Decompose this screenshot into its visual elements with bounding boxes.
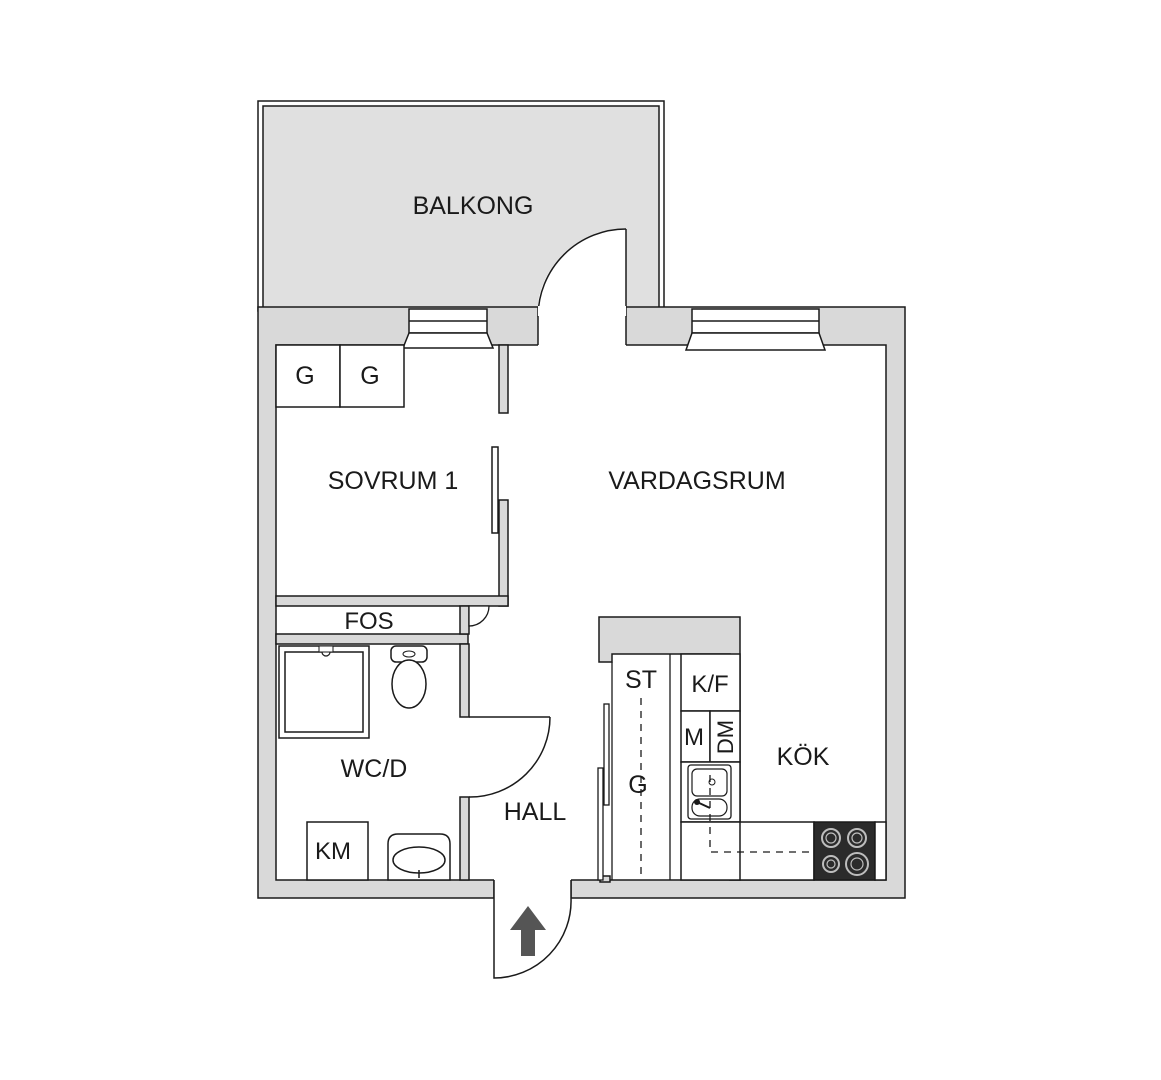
- room-label-kok: KÖK: [777, 743, 830, 771]
- toilet: [390, 645, 428, 709]
- window-living: [684, 308, 827, 351]
- labels: BALKONG SOVRUM 1 VARDAGSRUM FOS WC/D HAL…: [295, 192, 829, 865]
- interior-walls: [275, 344, 741, 883]
- fixture-label-stad: ST: [625, 666, 657, 694]
- fixture-label-mikro: M: [684, 724, 704, 751]
- room-label-wcd: WC/D: [341, 755, 408, 783]
- fixture-label-tvattmaskin: KM: [315, 838, 351, 865]
- window-bedroom: [401, 308, 495, 349]
- wc-door: [468, 716, 551, 798]
- sliding-door-bedroom: [491, 446, 499, 534]
- room-label-sovrum: SOVRUM 1: [328, 467, 459, 495]
- entrance-arrow: [510, 906, 546, 956]
- wardrobes-bedroom: [275, 344, 405, 408]
- room-label-fos: FOS: [344, 608, 393, 635]
- washing-machine: [306, 821, 369, 881]
- fos-door: [468, 605, 490, 627]
- hall-closet: [597, 654, 671, 881]
- fixture-label-garderob-2: G: [360, 362, 379, 390]
- washbasin: [387, 833, 451, 881]
- fixture-label-diskmaskin: DM: [713, 720, 738, 754]
- fixture-label-garderob-hall: G: [628, 771, 647, 799]
- room-label-balkong: BALKONG: [413, 192, 534, 220]
- kitchen-fixtures: [680, 653, 887, 881]
- balcony: [257, 100, 665, 317]
- fixture-label-garderob-1: G: [295, 362, 314, 390]
- room-label-hall: HALL: [504, 798, 567, 826]
- shower: [278, 645, 370, 739]
- room-label-vardagsrum: VARDAGSRUM: [608, 467, 785, 495]
- fixture-label-kyl-frys: K/F: [691, 671, 728, 698]
